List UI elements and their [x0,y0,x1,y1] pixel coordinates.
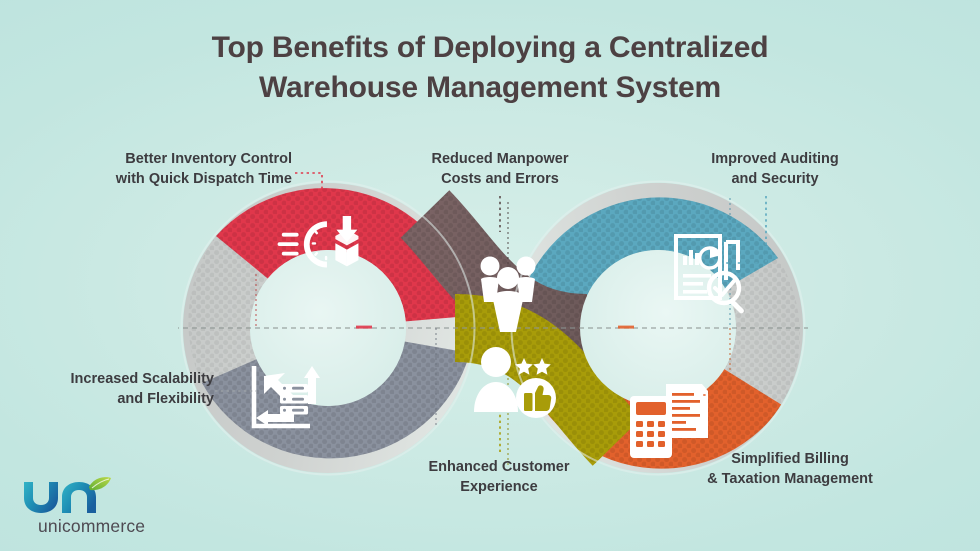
label-better-inventory-control: Better Inventory Control with Quick Disp… [115,151,292,187]
label-reduced-manpower: Reduced Manpower Costs and Errors [431,151,569,187]
customer-thumbs-up-stars-icon [474,347,556,418]
label-enhanced-customer-experience: Enhanced Customer Experience [428,459,570,495]
infinity-loop-svg [178,180,808,476]
label-increased-scalability: Increased Scalability and Flexibility [70,371,214,407]
page-title: Top Benefits of Deploying a Centralized … [211,31,769,104]
brand-logo[interactable]: unicommerce [18,476,158,538]
label-improved-auditing: Improved Auditing and Security [711,151,839,187]
loop-hole-right [580,250,736,406]
infinity-loop-diagram [178,178,808,478]
fast-clock-box-down-arrow-icon [277,216,359,268]
unicommerce-un-leaf-logo-icon [24,477,111,513]
brand-wordmark: unicommerce [38,516,146,536]
people-group-icon [480,256,536,332]
scale-arrows-server-rack-icon [251,366,320,429]
center-axis-line [178,325,808,329]
label-simplified-billing: Simplified Billing & Taxation Management [707,451,873,487]
calculator-invoice-icon [630,384,708,458]
